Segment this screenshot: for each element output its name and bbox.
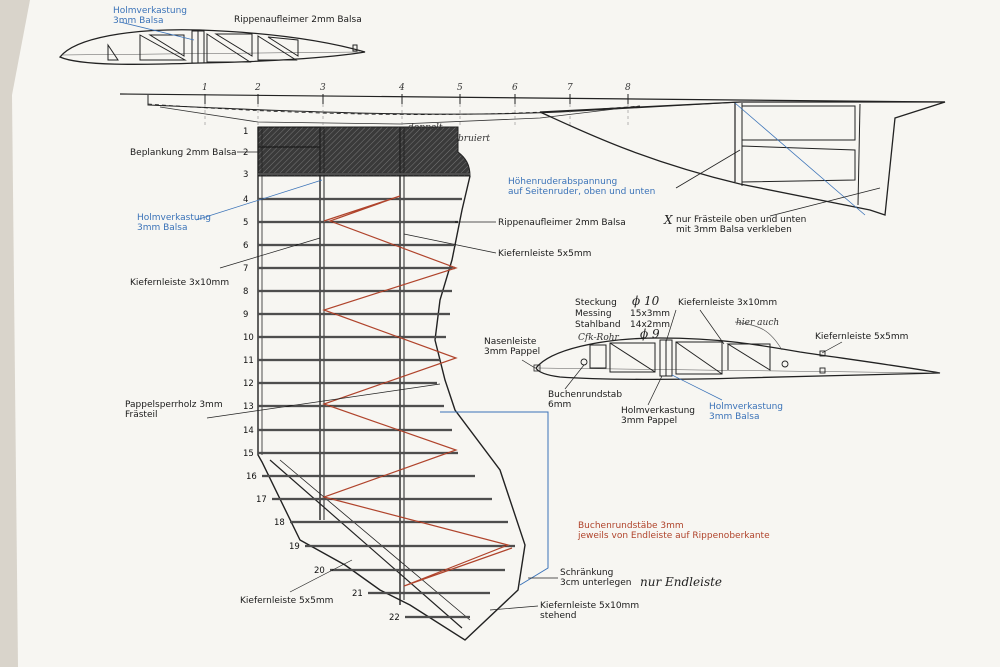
holm-balsa-label-1: Holmverkastung [709,402,783,412]
rib-number: 5 [243,218,248,228]
rib-number: 21 [352,589,363,599]
schraenkung-label-1: Schränkung [560,568,613,578]
kiefer-5x5-center-label: Kiefernleiste 5x5mm [498,249,591,259]
rib-number: 15 [243,449,254,459]
fraesteile-label-1: nur Frästeile oben und unten [676,215,806,225]
station-label: 6 [512,83,518,93]
beplankung-label: Beplankung 2mm Balsa [130,148,237,158]
wing-plan [257,126,549,641]
buchen-label-1: Buchenrundstab [548,390,622,400]
holm-balsa-label-2: 3mm Balsa [709,412,760,422]
kiefer-5x10-label-2: stehend [540,611,576,621]
right-kiefer-5x5-label: Kiefernleiste 5x5mm [815,332,908,342]
rib-number: 12 [243,379,254,389]
bruiert-note: bruiert [458,134,490,144]
left-holm-label-1: Holmverkastung [137,213,211,223]
rib-number: 20 [314,566,325,576]
messing-label: Messing [575,309,612,319]
buchenstaebe-label-1: Buchenrundstäbe 3mm [578,521,684,531]
rib-number: 11 [243,356,254,366]
rib-number: 4 [243,195,248,205]
buchen-label-2: 6mm [548,400,571,410]
rib-number: 8 [243,287,248,297]
kiefer-3x10-label: Kiefernleiste 3x10mm [130,278,229,288]
schraenkung-label-2: 3cm unterlegen [560,578,631,588]
station-label: 5 [457,83,463,93]
rib-number: 13 [243,402,254,412]
buchenstaebe-label-2: jeweils von Endleiste auf Rippenoberkant… [577,531,770,541]
nasen-label-1: Nasenleiste [484,337,537,347]
rib-number: 14 [243,426,254,436]
top-holm-label-1: Holmverkastung [113,6,187,16]
rib-number: 9 [243,310,248,320]
wing-ribs [258,172,515,619]
station-label: 8 [625,83,631,93]
holm-pappel-label-1: Holmverkastung [621,406,695,416]
hier-auch-note: hier auch [736,318,779,328]
rib-number: 17 [256,495,267,505]
station-label: 3 [320,83,326,93]
holm-pappel-label-2: 3mm Pappel [621,416,677,426]
top-airfoil-title: Rippenaufleimer 2mm Balsa [234,15,362,25]
hoehenruder-label-1: Höhenruderabspannung [508,177,617,187]
rib-number: 16 [246,472,257,482]
dim-label-2: 14x2mm [630,320,670,330]
pappel-label-1: Pappelsperrholz 3mm [125,400,223,410]
steckung-label: Steckung [575,298,617,308]
kiefer-5x5-bottom-label: Kiefernleiste 5x5mm [240,596,333,606]
rib-number: 3 [243,170,248,180]
pappel-label-2: Frästeil [125,410,158,420]
rib-number: 19 [289,542,300,552]
fraesteile-label-2: mit 3mm Balsa verkleben [676,225,792,235]
phi9-note: ϕ 9 [640,327,660,341]
rib-number: 1 [243,127,248,137]
x-mark: X [663,213,673,227]
kiefer-5x10-label-1: Kiefernleiste 5x10mm [540,601,639,611]
phi10-note: ϕ 10 [632,294,660,308]
rippenaufleimer-label: Rippenaufleimer 2mm Balsa [498,218,626,228]
doppelt-note: doppelt [408,123,443,133]
rib-number: 10 [243,333,254,343]
rib-number: 18 [274,518,285,528]
stahlband-label: Stahlband [575,320,621,330]
station-label: 1 [202,83,208,93]
nur-endleiste-note: nur Endleiste [640,575,722,589]
hoehenruder-label-2: auf Seitenruder, oben und unten [508,187,655,197]
top-holm-label-2: 3mm Balsa [113,16,164,26]
rib-number: 2 [243,148,248,158]
station-label: 4 [398,83,405,93]
left-holm-label-2: 3mm Balsa [137,223,188,233]
right-airfoil [533,337,941,381]
station-label: 2 [254,83,261,93]
nasen-label-2: 3mm Pappel [484,347,540,357]
rib-number: 6 [243,241,248,251]
station-label: 7 [567,83,573,93]
top-airfoil [58,21,366,65]
cfk-note: Cfk-Rohr [578,333,620,343]
rib-number: 7 [243,264,248,274]
tail-plan [539,101,946,216]
dim-label-1: 15x3mm [630,309,670,319]
rib-number: 22 [389,613,400,623]
station-ticks: 1 2 3 4 5 6 7 8 [202,83,631,127]
right-kiefer-3x10-label: Kiefernleiste 3x10mm [678,298,777,308]
